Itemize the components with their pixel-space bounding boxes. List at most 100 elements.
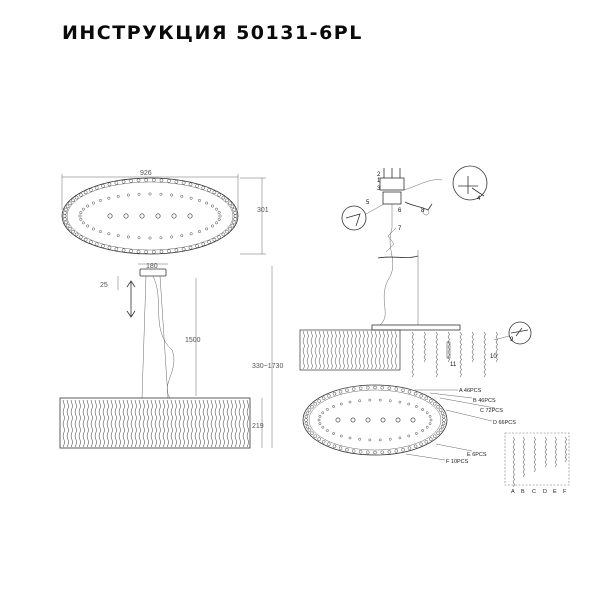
- crystal-bead: [144, 250, 149, 254]
- crystal-bead: [212, 237, 217, 242]
- canopy-height-label: 25: [100, 282, 108, 289]
- light-socket: [139, 213, 145, 219]
- crystal-bead: [398, 436, 402, 440]
- step-number-1: 1: [377, 178, 381, 184]
- crystal-strand: [354, 330, 357, 370]
- crystal-strand: [82, 399, 85, 448]
- crystal-strand: [362, 330, 365, 370]
- crystal-strand: [90, 399, 93, 448]
- crystal-bead: [217, 192, 222, 197]
- crystal-bead: [126, 193, 130, 197]
- crystal-bead: [217, 211, 221, 215]
- crystal-bead: [387, 450, 392, 454]
- crystal-bead: [313, 402, 317, 406]
- crystal-bead: [338, 446, 343, 450]
- crystal-bead: [129, 179, 133, 183]
- step-number-8: 8: [421, 208, 425, 214]
- crystal-bead: [114, 247, 119, 251]
- crystal-bead: [81, 207, 85, 211]
- crystal-bead: [368, 398, 372, 402]
- crystal-bead: [228, 201, 232, 206]
- crystal-strand: [154, 399, 157, 448]
- part-label-c: C 72PCS: [480, 408, 503, 414]
- crystal-bead: [189, 196, 193, 200]
- crystal-bead: [188, 182, 193, 187]
- crystal-strand: [202, 399, 205, 448]
- crystal-bead: [321, 439, 326, 444]
- parts-strands: [512, 436, 567, 488]
- frame-top-rail: [371, 324, 461, 331]
- crystal-bead: [148, 236, 152, 240]
- crystal-bead: [345, 388, 349, 393]
- crystal-bead: [78, 235, 83, 240]
- crystal-strand: [114, 399, 117, 448]
- crystal-layout-inner-ellipse: [308, 389, 442, 451]
- detail-clip-shape: [510, 327, 529, 337]
- crystal-strand: [106, 399, 109, 448]
- hanging-strand: [471, 331, 474, 363]
- crystal-strand: [322, 330, 325, 370]
- crystal-bead: [195, 244, 199, 248]
- crystal-bead: [438, 408, 443, 412]
- crystal-bead: [137, 236, 141, 240]
- crystal-bead: [62, 217, 67, 222]
- crystal-bead: [317, 437, 321, 441]
- crystal-bead: [136, 178, 141, 183]
- crystal-bead: [218, 214, 222, 218]
- crystal-bead: [373, 385, 377, 390]
- crystal-bead: [305, 425, 310, 429]
- crystal-bead: [304, 421, 309, 426]
- crystal-bead: [89, 188, 93, 192]
- crystal-bead: [68, 226, 72, 231]
- crystal-bead: [233, 210, 238, 215]
- crystal-strand: [234, 399, 237, 448]
- part-label-e: E 6PCS: [467, 452, 487, 458]
- crystal-strand: [330, 330, 333, 370]
- crystal-bead: [378, 398, 382, 402]
- crystal-strand: [190, 399, 193, 448]
- canopy-plate: [382, 191, 402, 205]
- crystal-bead: [180, 234, 184, 238]
- light-socket: [123, 213, 129, 219]
- crystal-bead: [205, 227, 209, 231]
- crystal-bead: [232, 220, 236, 225]
- light-socket: [155, 213, 161, 219]
- crystal-bead: [358, 450, 363, 454]
- crystal-bead: [121, 248, 126, 253]
- crystal-bead: [380, 385, 384, 390]
- crystal-bead: [210, 204, 214, 208]
- crystal-bead: [78, 214, 82, 218]
- crystal-strand: [346, 330, 349, 370]
- crystal-bead: [86, 204, 90, 208]
- crystal-bead: [321, 411, 325, 415]
- crystal-bead: [207, 240, 211, 244]
- crystal-bead: [339, 402, 343, 406]
- part-strand: [554, 436, 557, 468]
- top-view-inner-ellipse: [66, 181, 234, 251]
- crystal-bead: [116, 234, 120, 238]
- crystal-strand: [310, 330, 313, 370]
- crystal-bead: [99, 198, 102, 202]
- crystal-bead: [94, 242, 99, 246]
- crystal-bead: [189, 232, 193, 236]
- part-strand: [544, 436, 547, 468]
- leader-line-d: [445, 409, 493, 422]
- light-socket: [171, 213, 177, 219]
- crystal-bead: [345, 447, 349, 452]
- hanging-strand: [447, 331, 450, 363]
- crystal-bead: [332, 432, 335, 435]
- crystal-bead: [429, 399, 433, 403]
- crystal-bead: [351, 387, 356, 391]
- crystal-bead: [436, 431, 440, 435]
- crystal-bead: [233, 214, 238, 218]
- crystal-strand: [102, 399, 105, 448]
- crystal-strand: [382, 330, 385, 370]
- crystal-bead: [74, 195, 79, 200]
- crystal-strand: [334, 330, 337, 370]
- crystal-bead: [129, 249, 133, 253]
- part-strand: [522, 436, 525, 478]
- crystal-strand: [358, 330, 361, 370]
- crystal-bead: [388, 399, 392, 403]
- crystal-strand: [302, 330, 305, 370]
- crystal-bead: [79, 211, 83, 215]
